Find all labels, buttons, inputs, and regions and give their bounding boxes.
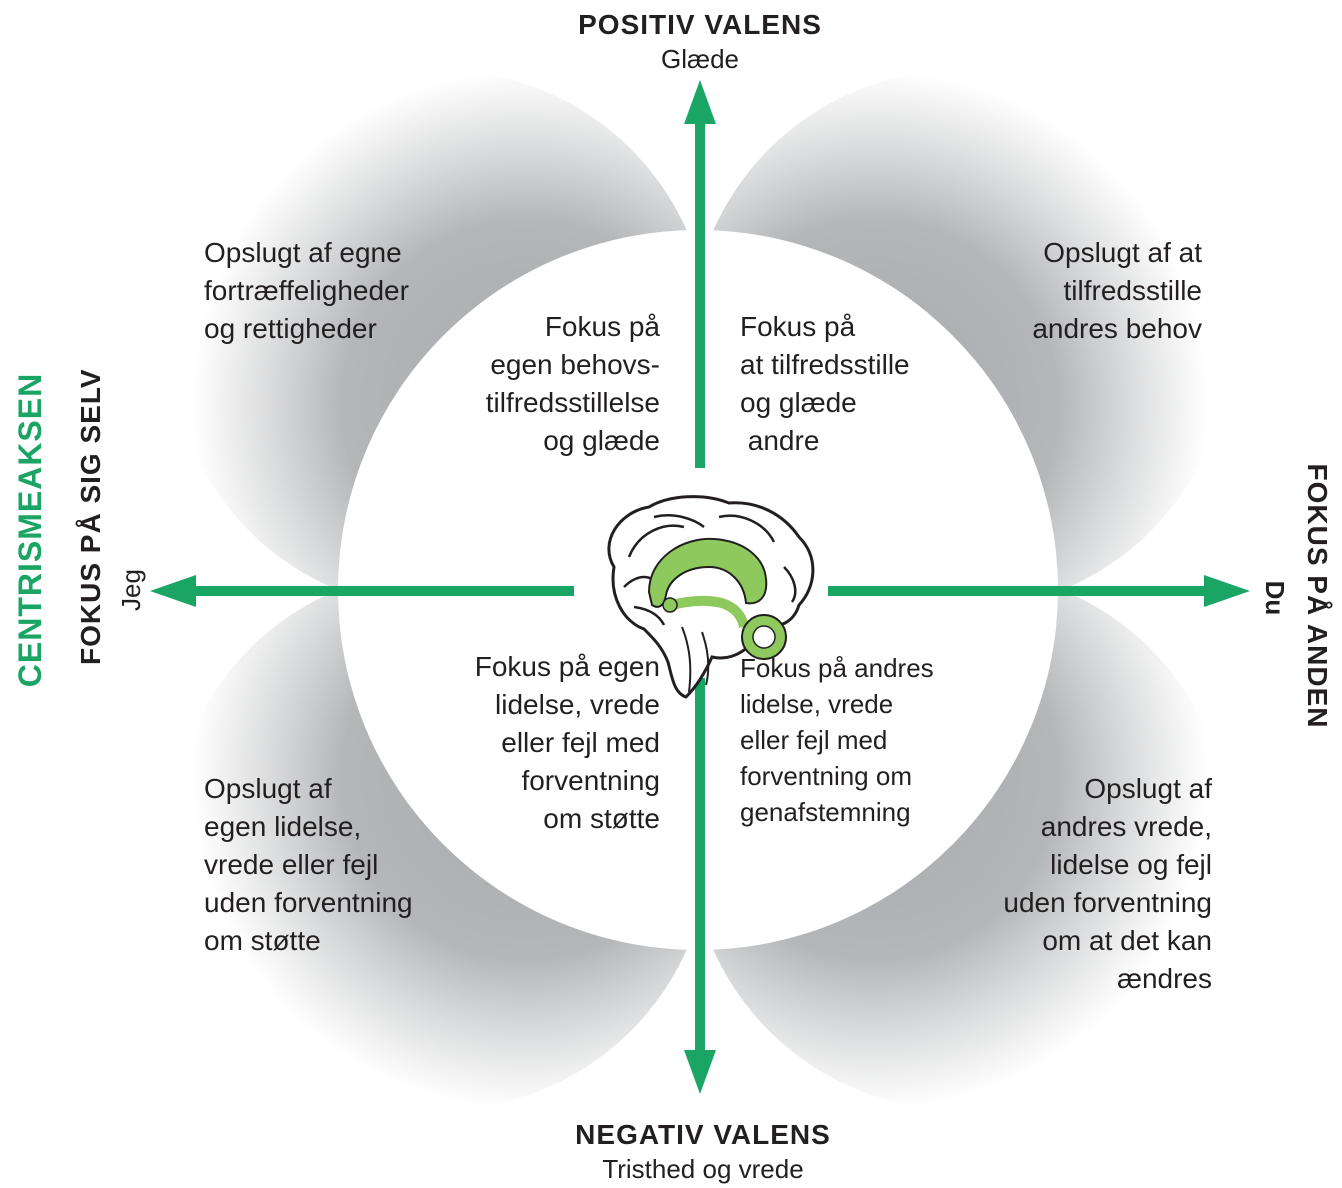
bottom-axis-subtitle: Tristhed og vrede xyxy=(602,1154,804,1184)
outer-text-bottom-left: Opslugt af egen lidelse, vrede eller fej… xyxy=(204,773,413,956)
inner-text-bottom-left: Fokus på egen lidelse, vrede eller fejl … xyxy=(474,651,660,834)
arrow-up-icon xyxy=(684,80,716,468)
arrow-left-icon xyxy=(150,575,574,607)
centrism-axis-name: CENTRISMEAKSEN xyxy=(12,372,48,688)
left-axis-subtitle: Jeg xyxy=(116,569,146,611)
arrow-right-icon xyxy=(828,575,1250,607)
outer-text-top-left: Opslugt af egne fortræffeligheder og ret… xyxy=(204,237,409,344)
outer-text-top-right: Opslugt af at tilfredsstille andres beho… xyxy=(1032,237,1202,344)
top-axis-subtitle: Glæde xyxy=(660,44,740,74)
right-axis-subtitle: Du xyxy=(1260,580,1290,616)
right-axis-title: FOKUS PÅ ANDEN xyxy=(1302,463,1333,729)
inner-text-top-left: Fokus på egen behovs- tilfredsstillelse … xyxy=(485,311,660,456)
inner-text-top-right: Fokus på at tilfredsstille og glæde andr… xyxy=(740,311,910,456)
brain-icon xyxy=(607,495,815,699)
bottom-axis-title: NEGATIV VALENS xyxy=(575,1119,831,1150)
top-axis-title: POSITIV VALENS xyxy=(578,9,822,40)
left-axis-title: FOKUS PÅ SIG SELV xyxy=(75,368,106,665)
outer-text-bottom-right: Opslugt af andres vrede, lidelse og fejl… xyxy=(1003,773,1212,994)
arrow-down-icon xyxy=(684,678,716,1094)
inner-text-bottom-right: Fokus på andres lidelse, vrede eller fej… xyxy=(740,653,934,827)
